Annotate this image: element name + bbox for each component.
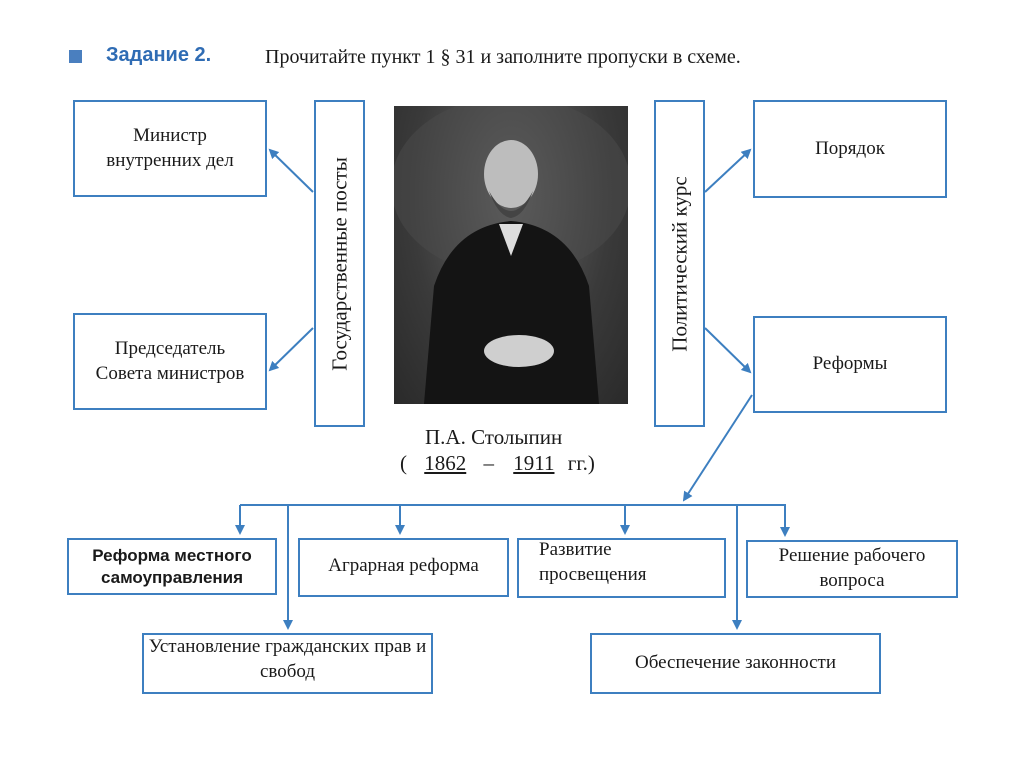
arrow-to-reforms xyxy=(704,327,752,374)
reform-text: Реформа местного самоуправления xyxy=(92,546,252,587)
course-text: Порядок xyxy=(815,137,885,159)
course-reforms-box: Реформы xyxy=(753,316,947,413)
reform-labor-question: Решение рабочего вопроса xyxy=(746,540,958,598)
post-chairman-box: Председатель Совета министров xyxy=(73,313,267,410)
arrow-to-minister xyxy=(268,148,314,193)
reform-text: Установление гражданских прав и свобод xyxy=(148,635,427,682)
state-posts-category: Государственные посты xyxy=(314,100,365,427)
portrait-name: П.А. Столыпин xyxy=(425,425,563,449)
paren: ( xyxy=(400,451,407,475)
reform-local-government: Реформа местного самоуправления xyxy=(67,538,277,595)
reform-text: Обеспечение законности xyxy=(634,652,837,674)
task-label: Задание 2. xyxy=(106,44,212,66)
birth-year: 1862 xyxy=(424,451,467,475)
reform-text: Решение рабочего вопроса xyxy=(778,545,926,591)
bullet-square-icon xyxy=(69,50,82,63)
policy-category: Политический курс xyxy=(654,100,705,427)
reform-civil-rights: Установление гражданских прав и свобод xyxy=(142,633,433,694)
category-text: Государственные посты xyxy=(327,156,351,371)
arrow-to-chairman xyxy=(268,327,314,372)
category-text: Политический курс xyxy=(667,175,691,352)
reform-agrarian: Аграрная реформа xyxy=(298,538,509,597)
portrait-figure xyxy=(394,106,628,404)
post-text: Председатель Совета министров xyxy=(95,337,245,384)
post-text: Министр внутренних дел xyxy=(106,124,234,171)
reform-legality: Обеспечение законности xyxy=(590,633,881,694)
arrow-to-order xyxy=(704,148,752,193)
post-minister-box: Министр внутренних дел xyxy=(73,100,267,197)
death-year: 1911 xyxy=(513,451,555,475)
portrait-years: ( 1862 – 1911 гг.) xyxy=(400,451,595,476)
reform-text: Аграрная реформа xyxy=(328,555,479,576)
arrow-to-branch xyxy=(682,394,753,502)
task-instruction: Прочитайте пункт 1 § 31 и заполните проп… xyxy=(265,46,741,68)
stolypin-portrait xyxy=(394,106,628,404)
course-text: Реформы xyxy=(812,353,888,375)
reform-text: Развитие просвещения xyxy=(539,539,647,585)
years-suffix: гг.) xyxy=(567,451,595,475)
dash: – xyxy=(483,451,495,475)
reform-education: Развитие просвещения xyxy=(517,538,726,598)
course-order-box: Порядок xyxy=(753,100,947,198)
